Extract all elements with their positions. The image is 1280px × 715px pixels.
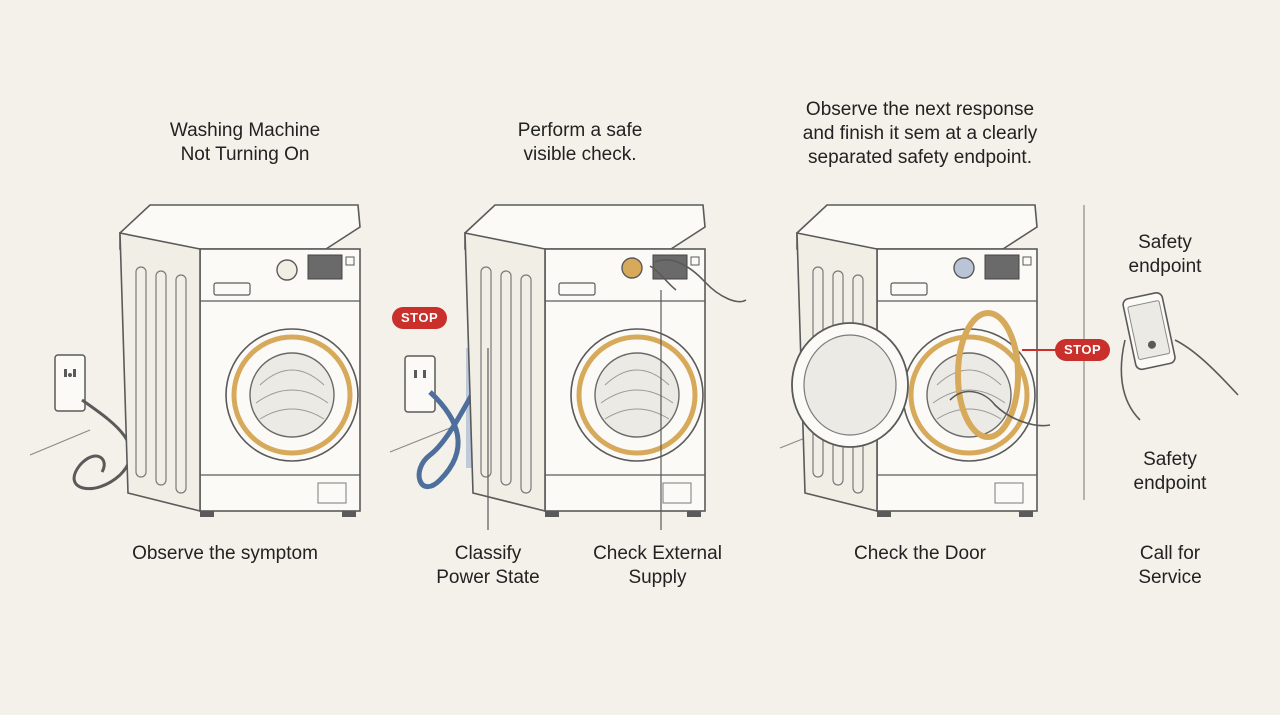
- stop-badge: STOP: [392, 307, 448, 329]
- panel-2-title: Perform a safe visible check.: [517, 120, 643, 165]
- panel-3-title: Observe the next response and finish it …: [802, 99, 1038, 168]
- panel-1-title: Washing Machine Not Turning On: [169, 120, 321, 165]
- open-door-icon: [791, 310, 1021, 448]
- hand-icon: [1120, 339, 1239, 421]
- power-cord-icon: [416, 383, 481, 490]
- smartphone-icon: [1122, 291, 1176, 371]
- panel-2-step-label-right: Check External Supply: [593, 543, 722, 588]
- wall-outlet-icon: [404, 355, 436, 413]
- hand-icon: [949, 390, 1051, 427]
- panel-2-step-label-left: Classify Power State: [436, 543, 540, 588]
- panel-4-middle-text: Safety endpoint: [1133, 449, 1207, 494]
- stop-badge: STOP: [1055, 339, 1111, 361]
- power-cord-icon: [72, 398, 133, 490]
- panel-1-step-label: Observe the symptom: [132, 543, 318, 564]
- panel-4-title: Safety endpoint: [1128, 232, 1202, 277]
- hand-icon: [649, 259, 747, 303]
- washing-machine-icon: [465, 205, 705, 517]
- washing-machine-icon: [120, 205, 360, 517]
- panel-4-step-label: Call for Service: [1138, 543, 1202, 588]
- panel-3-step-label: Check the Door: [853, 543, 986, 564]
- wall-outlet-icon: [54, 354, 86, 412]
